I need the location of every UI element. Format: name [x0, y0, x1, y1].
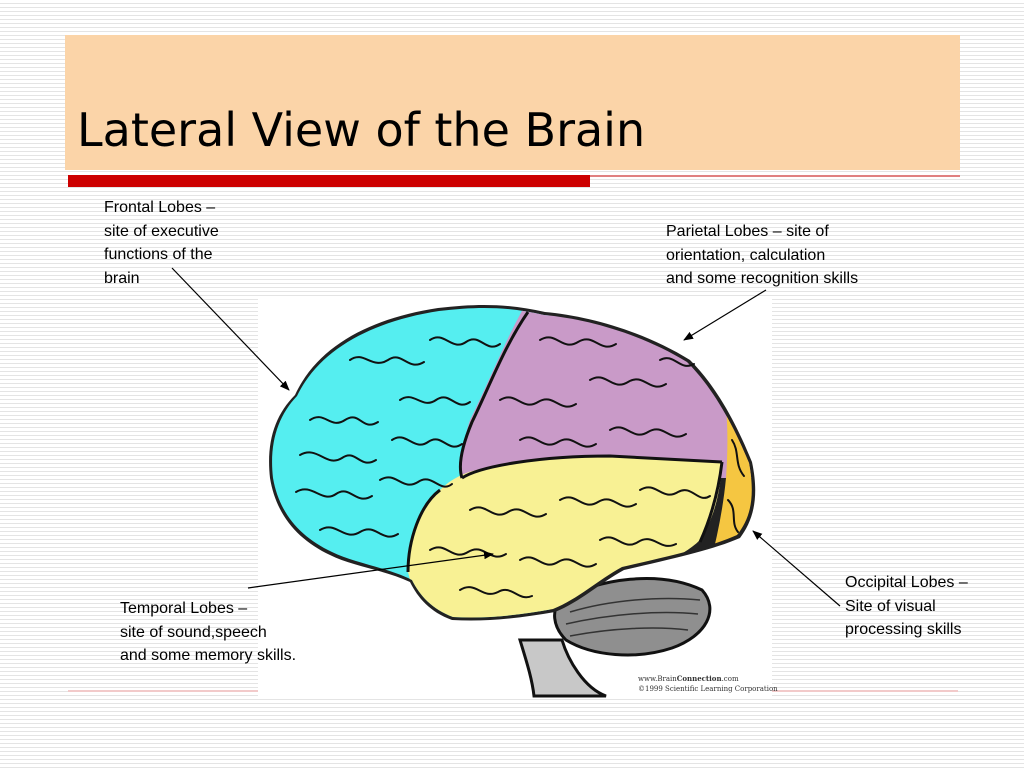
- title-box: Lateral View of the Brain: [65, 35, 960, 170]
- accent-bar: [68, 175, 590, 187]
- lobe-boundaries: [406, 311, 724, 573]
- pointer-arrows: [171, 267, 841, 607]
- frontal-lobe-label: Frontal Lobes – site of executive functi…: [104, 199, 219, 287]
- credit-copyright: ©1999 Scientific Learning Corporation: [638, 685, 778, 693]
- credit-website: www.BrainConnection.com: [638, 674, 778, 684]
- temporal-lobe-label: Temporal Lobes – site of sound,speech an…: [120, 600, 297, 664]
- cerebellum-folds: [565, 597, 701, 637]
- image-credit: www.BrainConnection.com ©1999 Scientific…: [638, 674, 778, 694]
- credit-site-brand: Connection: [676, 674, 722, 683]
- parietal-arrow: [683, 289, 767, 341]
- brainstem: [517, 638, 607, 698]
- cerebellum: [553, 577, 712, 657]
- gyri-lines: [295, 336, 745, 599]
- credit-site-suffix: .com: [721, 675, 739, 683]
- frontal-arrow: [171, 267, 290, 391]
- slide-title: Lateral View of the Brain: [77, 103, 646, 157]
- temporal-lobe: [408, 455, 722, 618]
- temporal-arrow: [247, 551, 494, 589]
- parietal-lobe-label: Parietal Lobes – site of orientation, ca…: [666, 223, 859, 287]
- occipital-arrow: [752, 530, 841, 607]
- occipital-lobe-label: Occipital Lobes – Site of visual process…: [845, 574, 968, 638]
- credit-site-prefix: www.Brain: [638, 675, 677, 683]
- accent-line: [590, 175, 960, 177]
